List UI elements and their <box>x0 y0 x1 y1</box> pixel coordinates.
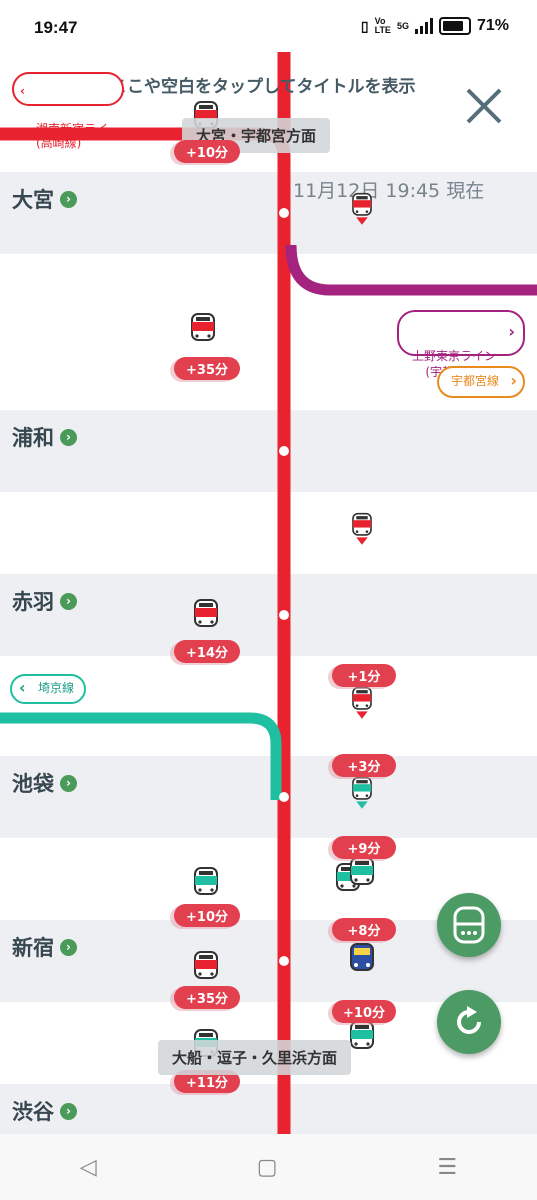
station-band <box>0 756 537 838</box>
system-nav-bar: ◁ ▢ ☰ <box>0 1134 537 1200</box>
station-urawa[interactable]: 浦和› <box>12 422 77 452</box>
delay-badge: +11分 <box>174 1070 240 1093</box>
refresh-button[interactable] <box>437 990 501 1054</box>
direction-label-north[interactable]: 大宮・宇都宮方面 <box>182 118 331 153</box>
station-band <box>0 574 537 656</box>
delay-badge: +35分 <box>174 357 240 380</box>
chevron-right-icon: › <box>60 938 77 956</box>
station-omiya[interactable]: 大宮› <box>12 184 77 214</box>
vibrate-icon: ▯ <box>360 17 369 34</box>
refresh-icon <box>457 1006 481 1034</box>
train-icon[interactable] <box>190 312 216 348</box>
station-shibuya[interactable]: 渋谷› <box>12 1096 77 1126</box>
chevron-right-icon: › <box>60 592 77 610</box>
ueno-tokyo-line-badge[interactable]: 上野東京ライン (宇都宮線) › <box>397 310 525 379</box>
train-icon[interactable] <box>349 686 375 722</box>
battery-percent: 71% <box>476 17 509 34</box>
close-icon <box>466 88 502 124</box>
delay-badge: +10分 <box>174 904 240 927</box>
chevron-right-icon: › <box>60 428 77 446</box>
station-band <box>0 172 537 254</box>
signal-icon <box>414 18 433 34</box>
battery-icon <box>438 17 471 35</box>
delay-badge: +14分 <box>174 640 240 663</box>
timestamp: 11月12日 19:45 現在 <box>293 180 485 202</box>
status-bar: 19:47 ▯ Vo LTE 5G 71% <box>0 0 537 58</box>
chevron-right-icon: › <box>508 322 515 341</box>
chevron-left-icon: ‹ <box>20 84 25 98</box>
train-icon[interactable] <box>349 942 375 978</box>
station-akabane[interactable]: 赤羽› <box>12 586 77 616</box>
clock: 19:47 <box>34 18 78 37</box>
train-icon[interactable] <box>193 950 219 986</box>
delay-badge: +10分 <box>332 1000 396 1023</box>
back-icon[interactable]: ◁ <box>79 1154 97 1180</box>
delay-badge: +10分 <box>174 140 240 163</box>
station-shinjuku[interactable]: 新宿› <box>12 932 77 962</box>
station-band <box>0 410 537 492</box>
recent-apps-icon[interactable]: ☰ <box>437 1154 458 1180</box>
train-icon[interactable] <box>193 866 219 902</box>
delay-badge: +35分 <box>174 986 240 1009</box>
chevron-left-icon: ‹ <box>19 678 26 697</box>
train-icon[interactable] <box>349 776 375 812</box>
train-icon[interactable] <box>349 192 375 228</box>
close-button[interactable] <box>464 86 504 126</box>
status-icons: ▯ Vo LTE 5G 71% <box>361 17 509 35</box>
chevron-right-icon: › <box>60 774 77 792</box>
saikyo-line-badge[interactable]: ‹ 埼京線 <box>10 674 86 704</box>
network-type: 5G <box>396 21 409 31</box>
delay-badge: +9分 <box>332 836 396 859</box>
utsunomiya-line-badge[interactable]: 宇都宮線 › <box>437 366 525 398</box>
train-icon[interactable] <box>349 1020 375 1056</box>
shonan-line-badge[interactable]: ‹ 湘南新宿ライ (高崎線) <box>12 72 124 150</box>
home-icon[interactable]: ▢ <box>256 1154 278 1180</box>
delay-badge: +3分 <box>332 754 396 777</box>
train-front-icon <box>453 906 485 944</box>
chevron-right-icon: › <box>60 190 77 208</box>
direction-label-south[interactable]: 大船・逗子・久里浜方面 <box>158 1040 352 1075</box>
train-icon[interactable] <box>349 856 375 892</box>
delay-badge: +1分 <box>332 664 396 687</box>
volte-icon: Vo LTE <box>374 16 391 35</box>
train-info-button[interactable] <box>437 893 501 957</box>
station-ikebukuro[interactable]: 池袋› <box>12 768 77 798</box>
train-icon[interactable] <box>193 598 219 634</box>
chevron-right-icon: › <box>510 371 517 390</box>
delay-badge: +8分 <box>332 918 396 941</box>
hint-text[interactable]: ここや空白をタップしてタイトルを表示 <box>110 77 416 97</box>
chevron-right-icon: › <box>60 1102 77 1120</box>
train-icon[interactable] <box>349 512 375 548</box>
